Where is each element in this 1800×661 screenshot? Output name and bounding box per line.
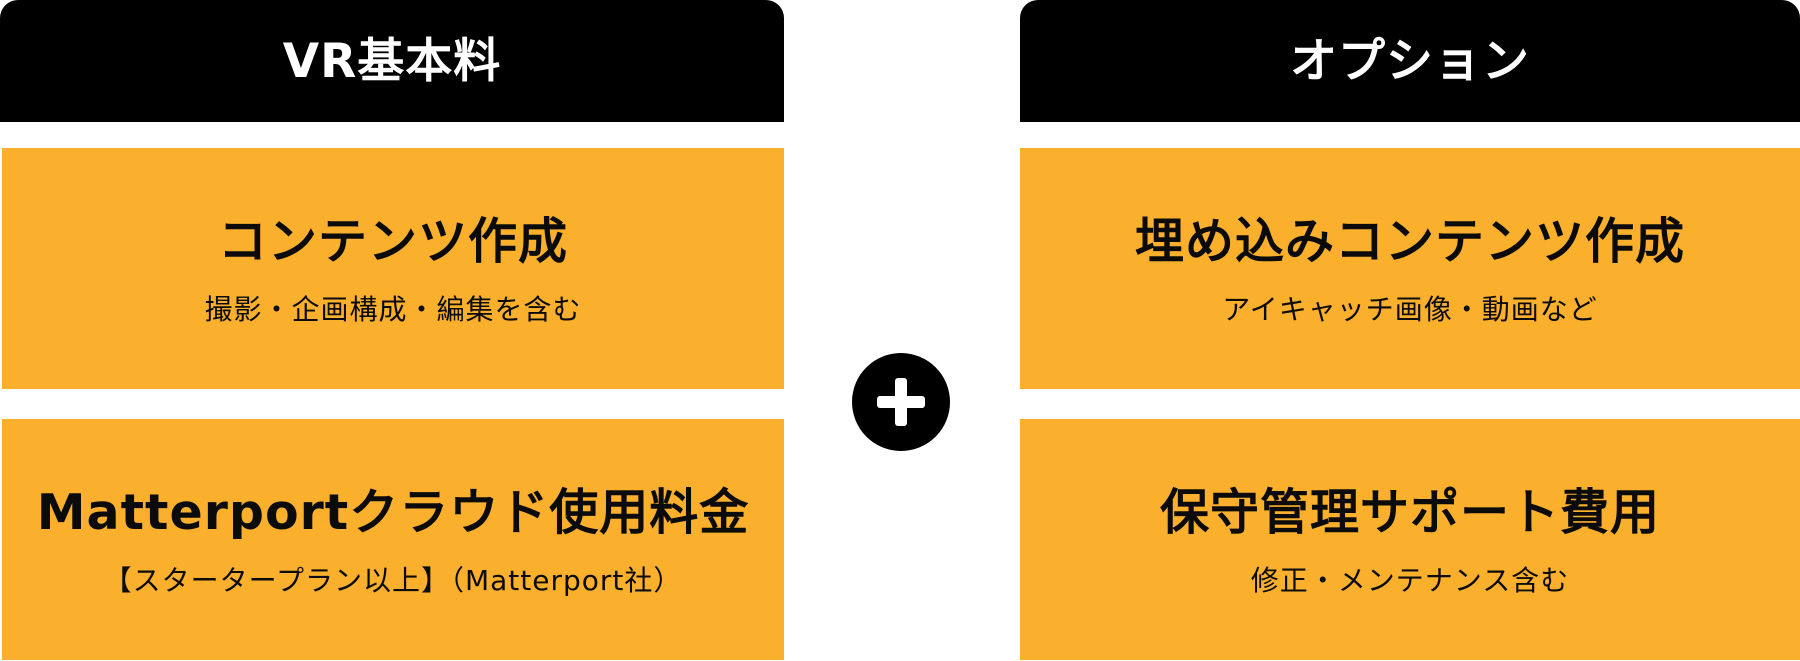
options-header-title: オプション bbox=[1290, 33, 1530, 89]
plus-icon bbox=[852, 353, 950, 451]
basic-fee-header: VR基本料 bbox=[0, 0, 784, 122]
content-creation-title: コンテンツ作成 bbox=[217, 213, 568, 270]
content-creation-card: コンテンツ作成 撮影・企画構成・編集を含む bbox=[2, 148, 784, 389]
maintenance-support-title: 保守管理サポート費用 bbox=[1159, 484, 1660, 541]
maintenance-support-subtitle: 修正・メンテナンス含む bbox=[1250, 564, 1570, 597]
matterport-cloud-card: Matterportクラウド使用料金 【スタータープラン以上】（Matterpo… bbox=[2, 419, 784, 660]
embedded-content-title: 埋め込みコンテンツ作成 bbox=[1134, 213, 1685, 270]
content-creation-subtitle: 撮影・企画構成・編集を含む bbox=[204, 293, 582, 326]
options-column: オプション 埋め込みコンテンツ作成 アイキャッチ画像・動画など 保守管理サポート… bbox=[1020, 0, 1800, 661]
maintenance-support-card: 保守管理サポート費用 修正・メンテナンス含む bbox=[1020, 419, 1800, 660]
basic-fee-column: VR基本料 コンテンツ作成 撮影・企画構成・編集を含む Matterportクラ… bbox=[0, 0, 784, 661]
embedded-content-subtitle: アイキャッチ画像・動画など bbox=[1222, 293, 1598, 326]
plus-icon-vertical-bar bbox=[895, 378, 907, 426]
options-header: オプション bbox=[1020, 0, 1800, 122]
matterport-cloud-subtitle: 【スタータープラン以上】（Matterport社） bbox=[103, 564, 683, 597]
basic-fee-header-title: VR基本料 bbox=[282, 33, 502, 89]
embedded-content-card: 埋め込みコンテンツ作成 アイキャッチ画像・動画など bbox=[1020, 148, 1800, 389]
matterport-cloud-title: Matterportクラウド使用料金 bbox=[36, 484, 750, 541]
